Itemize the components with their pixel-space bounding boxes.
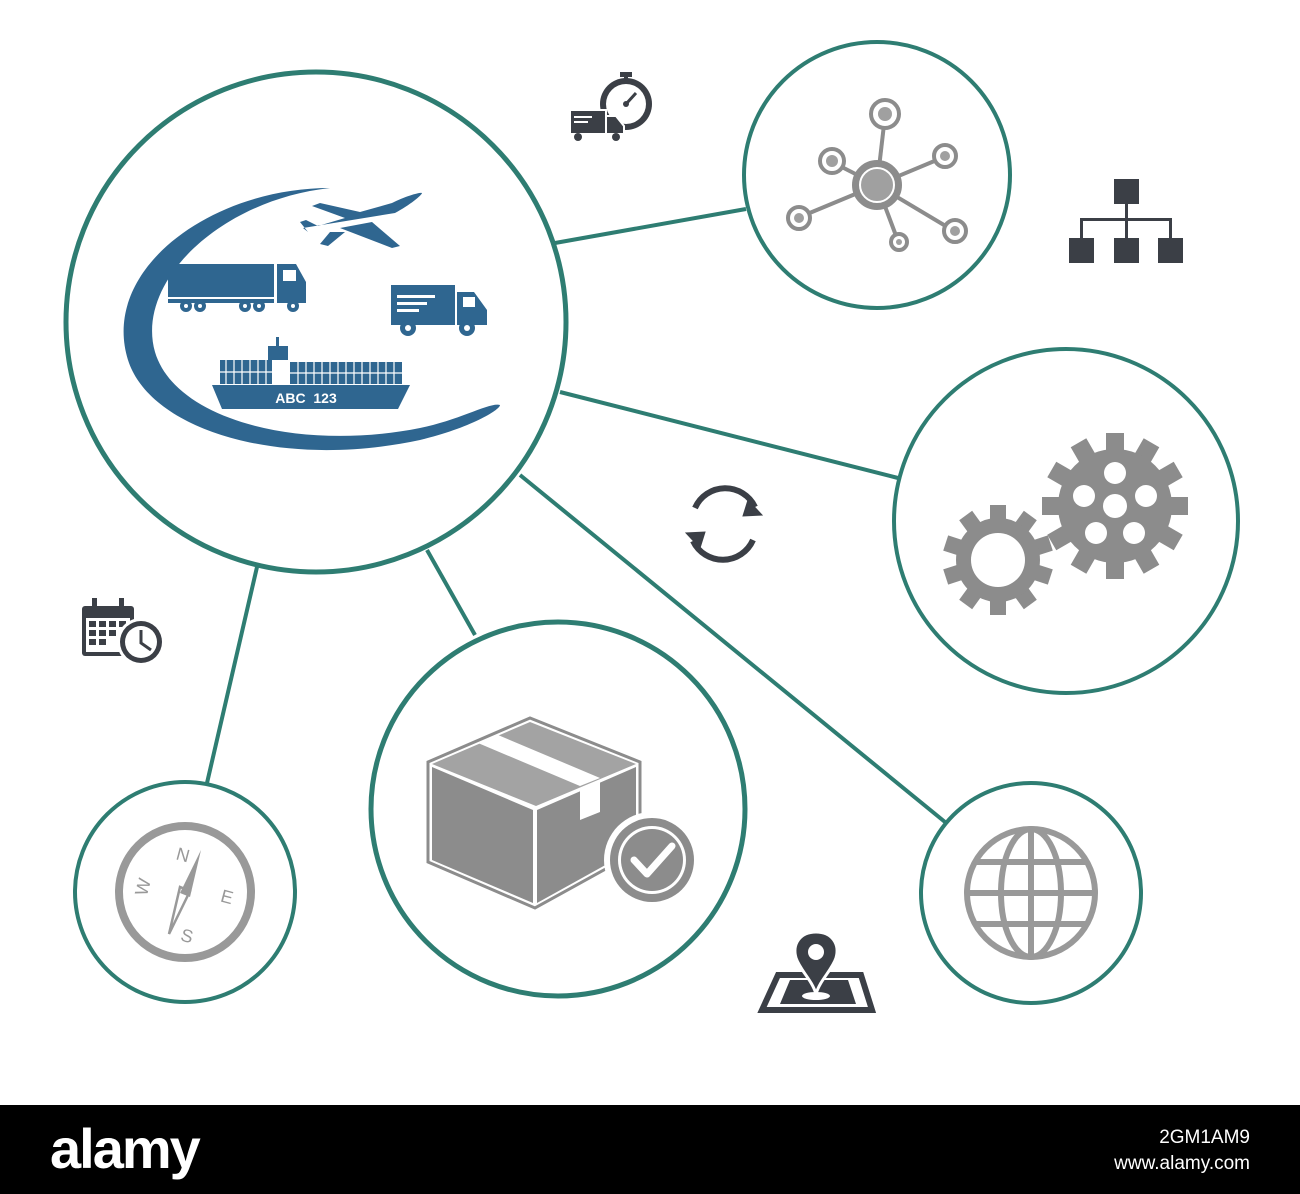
airplane-icon xyxy=(300,192,422,248)
image-id: 2GM1AM9 xyxy=(1159,1127,1250,1148)
compass-icon: N S E W xyxy=(115,822,255,962)
compass-north: N xyxy=(174,844,192,867)
connector-compass xyxy=(205,566,259,784)
connector-globe xyxy=(518,473,947,824)
large-gear-icon xyxy=(1042,433,1188,579)
refresh-icon xyxy=(684,485,764,563)
connector-settings xyxy=(559,390,899,480)
footer-bar: alamy 2GM1AM9 www.alamy.com xyxy=(0,1105,1300,1194)
footer-meta: 2GM1AM9 www.alamy.com xyxy=(1114,1125,1250,1177)
hierarchy-icon xyxy=(1069,179,1183,263)
small-gear-icon xyxy=(943,505,1053,615)
connectors xyxy=(205,207,947,824)
network-node xyxy=(742,40,1012,310)
semi-truck-icon xyxy=(168,264,306,312)
logistics-transport-icon: ABC 123 xyxy=(123,188,500,451)
network-nodes-icon xyxy=(786,98,968,252)
globe-icon xyxy=(964,826,1098,960)
ship-label: ABC 123 xyxy=(275,390,337,406)
calendar-clock-icon xyxy=(82,598,165,666)
global-node xyxy=(919,781,1143,1005)
delivery-timer-icon xyxy=(569,72,652,141)
map-pin-icon xyxy=(757,930,877,1013)
site-url: www.alamy.com xyxy=(1114,1153,1250,1174)
compass-west: W xyxy=(131,876,155,898)
settings-node xyxy=(892,347,1240,695)
logistics-diagram: ABC 123 xyxy=(63,40,1240,1013)
gears-icon xyxy=(943,433,1188,615)
package-check-icon xyxy=(426,716,700,910)
package-node xyxy=(368,619,748,999)
connector-network xyxy=(554,207,747,245)
connector-package xyxy=(425,549,477,636)
delivery-van-icon xyxy=(391,285,487,336)
navigation-node: N S E W xyxy=(73,780,297,1004)
compass-east: E xyxy=(219,886,236,908)
hub-node: ABC 123 xyxy=(63,69,569,575)
compass-south: S xyxy=(179,925,196,947)
container-ship-icon: ABC 123 xyxy=(212,337,410,409)
brand-logo: alamy xyxy=(50,1117,201,1180)
